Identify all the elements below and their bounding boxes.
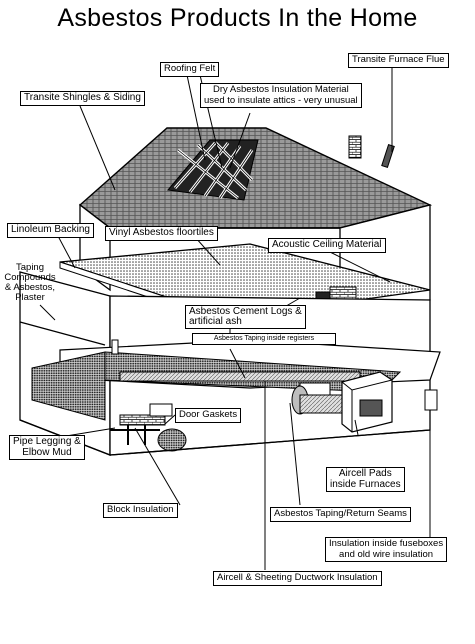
- label-acoustic-ceiling: Acoustic Ceiling Material: [268, 238, 386, 253]
- label-pipe-legging: Pipe Legging & Elbow Mud: [9, 435, 85, 460]
- label-taping-line-2: Compounds: [4, 272, 56, 283]
- furnace-flue: [381, 143, 395, 169]
- label-pipe-legging-line-1: Pipe Legging &: [13, 436, 81, 447]
- label-aircell-pads: Aircell Pads inside Furnaces: [326, 467, 405, 492]
- fusebox: [424, 389, 438, 411]
- label-dry-insulation: Dry Asbestos Insulation Material used to…: [200, 83, 362, 108]
- label-cement-logs-line-2: artificial ash: [189, 316, 242, 327]
- roof: [78, 127, 433, 229]
- boiler-pipes: [110, 339, 187, 452]
- label-taping-compounds: Taping Compounds & Asbestos, Plaster: [4, 263, 56, 303]
- label-linoleum: Linoleum Backing: [7, 223, 94, 238]
- label-taping-line-4: Plaster: [15, 292, 45, 303]
- label-aircell-pads-line-2: inside Furnaces: [330, 478, 401, 490]
- label-aircell-pads-line-1: Aircell Pads: [338, 468, 392, 479]
- ductwork: [119, 371, 361, 415]
- label-fuseboxes-line-1: Insulation inside fuseboxes: [329, 538, 444, 549]
- label-dry-insulation-line-2: used to insulate attics - very unusual: [204, 94, 358, 106]
- label-vinyl-tiles: Vinyl Asbestos floortiles: [105, 226, 218, 241]
- label-ductwork: Aircell & Sheeting Ductwork Insulation: [213, 571, 382, 586]
- label-fuseboxes-line-2: and old wire insulation: [339, 548, 434, 560]
- label-transite-flue: Transite Furnace Flue: [348, 53, 449, 68]
- label-shingles-siding: Transite Shingles & Siding: [20, 91, 145, 106]
- label-taping-line-3: & Asbestos,: [4, 282, 56, 293]
- label-fuseboxes: Insulation inside fuseboxes and old wire…: [325, 537, 448, 562]
- label-block-insulation: Block Insulation: [103, 503, 178, 518]
- label-taping-line-1: Taping: [16, 262, 44, 273]
- label-cement-logs-line-1: Asbestos Cement Logs &: [189, 306, 302, 317]
- label-taping-registers: Asbestos Taping inside registers: [192, 333, 336, 345]
- diagram-title: Asbestos Products In the Home: [57, 4, 418, 32]
- label-pipe-legging-line-2: Elbow Mud: [22, 446, 72, 458]
- chimney: [348, 135, 362, 159]
- basement-floor: [19, 419, 431, 456]
- label-roofing-felt: Roofing Felt: [160, 62, 220, 77]
- label-door-gaskets: Door Gaskets: [175, 408, 242, 423]
- label-taping-seams: Asbestos Taping/Return Seams: [270, 507, 411, 522]
- basement-insulation: [31, 351, 106, 421]
- furnace: [341, 371, 393, 433]
- label-cement-logs: Asbestos Cement Logs & artificial ash: [185, 305, 306, 329]
- label-dry-insulation-line-1: Dry Asbestos Insulation Material: [212, 84, 349, 95]
